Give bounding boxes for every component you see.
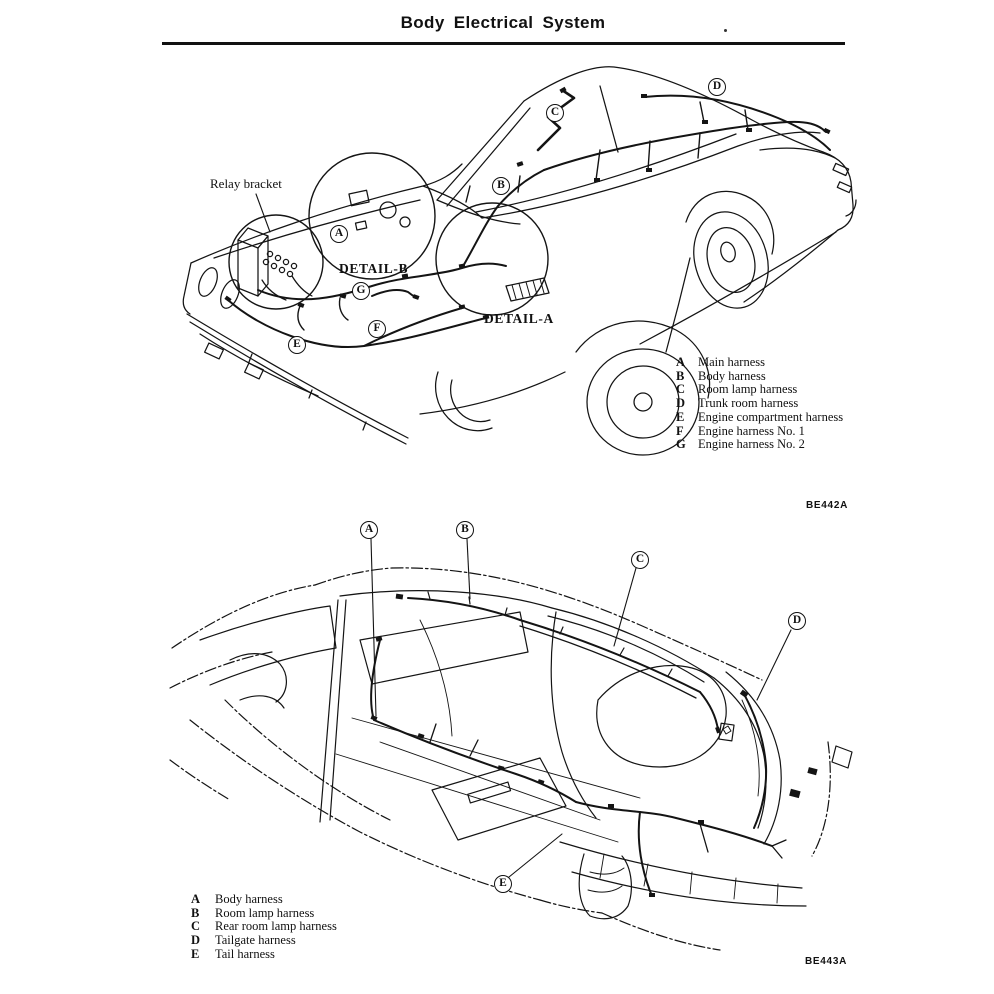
legend-label: Body harness bbox=[215, 892, 283, 906]
coupe-front-details bbox=[187, 265, 408, 444]
title-rule bbox=[162, 42, 845, 45]
callout-c-rear-room-lamp: C bbox=[631, 551, 649, 569]
connector-nubs bbox=[224, 86, 831, 320]
legend-item: C Room lamp harness bbox=[676, 383, 843, 397]
callout-d-trunk-room: D bbox=[708, 78, 726, 96]
legend-item: E Engine compartment harness bbox=[676, 409, 844, 425]
legend-key: E bbox=[191, 946, 200, 961]
legend-key: C bbox=[676, 382, 686, 397]
legend-label: Rear room lamp harness bbox=[215, 919, 337, 934]
legend-item: B Body harness bbox=[676, 368, 843, 384]
fuse-box-art bbox=[506, 278, 549, 301]
relay-bracket-art bbox=[238, 194, 312, 300]
callout-b-room-lamp: B bbox=[456, 521, 474, 539]
legend-label: Room lamp harness bbox=[698, 382, 798, 397]
legend-item: B Room lamp harness bbox=[191, 905, 337, 921]
legend-label: Tailgate harness bbox=[215, 933, 296, 948]
legend-rear-harness: A Body harness B Room lamp harness C Rear r… bbox=[191, 892, 337, 962]
callout-f-engine-no1: F bbox=[368, 320, 386, 338]
print-speck bbox=[724, 29, 727, 32]
legend-label: Tail harness bbox=[215, 946, 275, 961]
legend-key: E bbox=[676, 409, 685, 424]
legend-label: Engine harness No. 1 bbox=[698, 423, 805, 438]
legend-key: B bbox=[191, 905, 200, 920]
legend-item: D Tailgate harness bbox=[191, 933, 337, 948]
legend-item: A Main harness bbox=[676, 355, 843, 370]
legend-label: Engine compartment harness bbox=[698, 409, 844, 424]
detail-b-parts bbox=[349, 190, 410, 230]
legend-key: D bbox=[191, 933, 201, 948]
legend-label: Body harness bbox=[698, 368, 766, 383]
coupe-wiring-art bbox=[160, 55, 865, 465]
legend-label: Room lamp harness bbox=[215, 905, 315, 920]
connector-nubs-rear bbox=[370, 593, 749, 897]
relay-bracket-label: Relay bracket bbox=[210, 176, 282, 191]
legend-label: Trunk room harness bbox=[698, 396, 799, 411]
callout-d-tailgate-harness: D bbox=[788, 612, 806, 630]
hatchback-wiring-art bbox=[160, 520, 880, 970]
legend-key: G bbox=[676, 437, 686, 452]
legend-key: F bbox=[676, 423, 684, 438]
legend-label: Main harness bbox=[698, 355, 765, 369]
cabin-structure bbox=[200, 591, 781, 844]
callout-e-tail-harness: E bbox=[494, 875, 512, 893]
legend-item: F Engine harness No. 1 bbox=[676, 423, 843, 439]
coupe-wheels bbox=[436, 191, 780, 455]
figure-code-be443a: BE443A bbox=[805, 956, 847, 967]
callout-e-engine-comp: E bbox=[288, 336, 306, 354]
harness-lines bbox=[228, 90, 830, 347]
legend-label: Engine harness No. 2 bbox=[698, 437, 805, 452]
figure-code-be442a: BE442A bbox=[806, 500, 848, 511]
legend-item: A Body harness bbox=[191, 892, 337, 907]
callout-a-body-harness: A bbox=[360, 521, 378, 539]
legend-item: C Rear room lamp harness bbox=[191, 920, 337, 934]
legend-key: B bbox=[676, 368, 685, 383]
legend-key: D bbox=[676, 396, 686, 411]
legend-item: E Tail harness bbox=[191, 946, 337, 962]
page-title: Body Electrical System bbox=[400, 13, 606, 32]
detail-circles bbox=[229, 153, 548, 315]
callout-leader-lines bbox=[371, 539, 791, 877]
detail-b-label: DETAIL-B bbox=[339, 261, 409, 276]
callout-a-main-harness: A bbox=[330, 225, 348, 243]
legend-front-harness: A Main harness B Body harness C Room lamp h… bbox=[676, 355, 844, 452]
legend-key: C bbox=[191, 919, 201, 934]
rear-panel-bumper bbox=[560, 746, 852, 919]
legend-item: D Trunk room harness bbox=[676, 396, 843, 411]
callout-b-body-harness: B bbox=[492, 177, 510, 195]
harness-lines-rear bbox=[371, 592, 786, 896]
detail-a-label: DETAIL-A bbox=[484, 311, 554, 326]
callout-g-engine-no2: G bbox=[352, 282, 370, 300]
legend-key: A bbox=[191, 892, 201, 906]
legend-key: A bbox=[676, 355, 686, 369]
callout-c-room-lamp: C bbox=[546, 104, 564, 122]
legend-item: G Engine harness No. 2 bbox=[676, 438, 843, 452]
